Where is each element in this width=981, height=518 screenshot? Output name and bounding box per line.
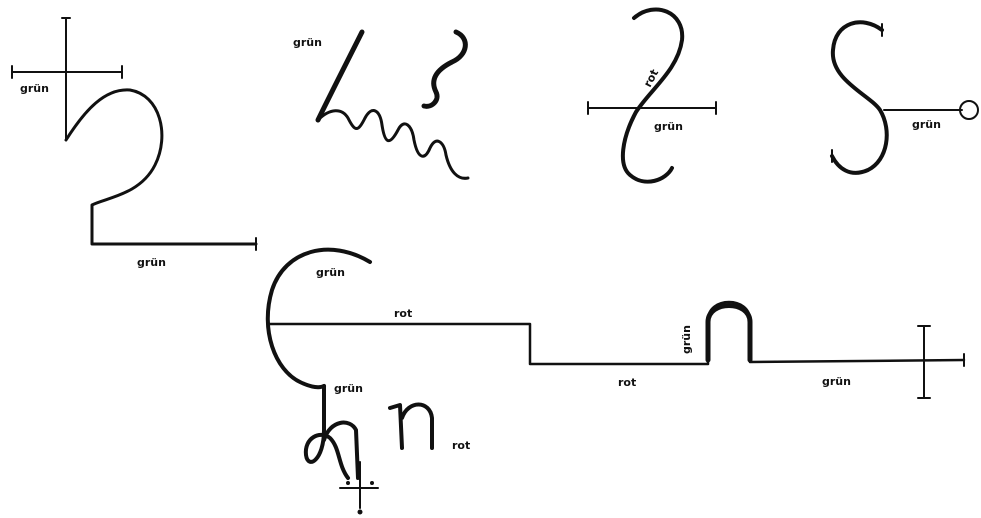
label-gruen-6: grün bbox=[316, 266, 345, 279]
label-rot-4: rot bbox=[452, 439, 470, 452]
loop-right-stem bbox=[322, 420, 360, 480]
loop-descender bbox=[303, 384, 350, 480]
label-gruen-5: grün bbox=[912, 118, 941, 131]
glyph-cross-hook: grün grün bbox=[11, 17, 258, 269]
label-gruen-1: grün bbox=[20, 82, 49, 95]
glyph-s-cross: rot grün bbox=[587, 7, 717, 184]
glyph-long-path: grün rot rot grün grün grün rot bbox=[265, 247, 966, 515]
s-main bbox=[830, 20, 889, 175]
hook-curve bbox=[64, 88, 258, 246]
label-gruen-2: grün bbox=[137, 256, 166, 269]
n-glyph bbox=[388, 402, 434, 450]
hook-arc bbox=[265, 247, 372, 390]
label-gruen-9: grün bbox=[334, 382, 363, 395]
wave-hook bbox=[421, 29, 468, 109]
dot-bottom bbox=[357, 509, 363, 515]
label-gruen-4: grün bbox=[654, 120, 683, 133]
label-gruen-3: grün bbox=[293, 36, 322, 49]
arch bbox=[705, 303, 753, 363]
label-rot-3: rot bbox=[618, 376, 636, 389]
wave-diagonal bbox=[315, 29, 365, 123]
label-rot-2: rot bbox=[394, 307, 412, 320]
wave-squiggle bbox=[316, 109, 470, 180]
label-gruen-7: grün bbox=[680, 325, 693, 354]
s-curve bbox=[620, 7, 685, 184]
dot-right bbox=[370, 481, 374, 485]
glyph-wave: grün bbox=[293, 29, 470, 180]
dot-left bbox=[346, 481, 350, 485]
glyph-s-circle: grün bbox=[830, 20, 979, 175]
stepped-line bbox=[266, 300, 966, 366]
terminal-circle bbox=[959, 100, 979, 120]
label-gruen-8: grün bbox=[822, 375, 851, 388]
